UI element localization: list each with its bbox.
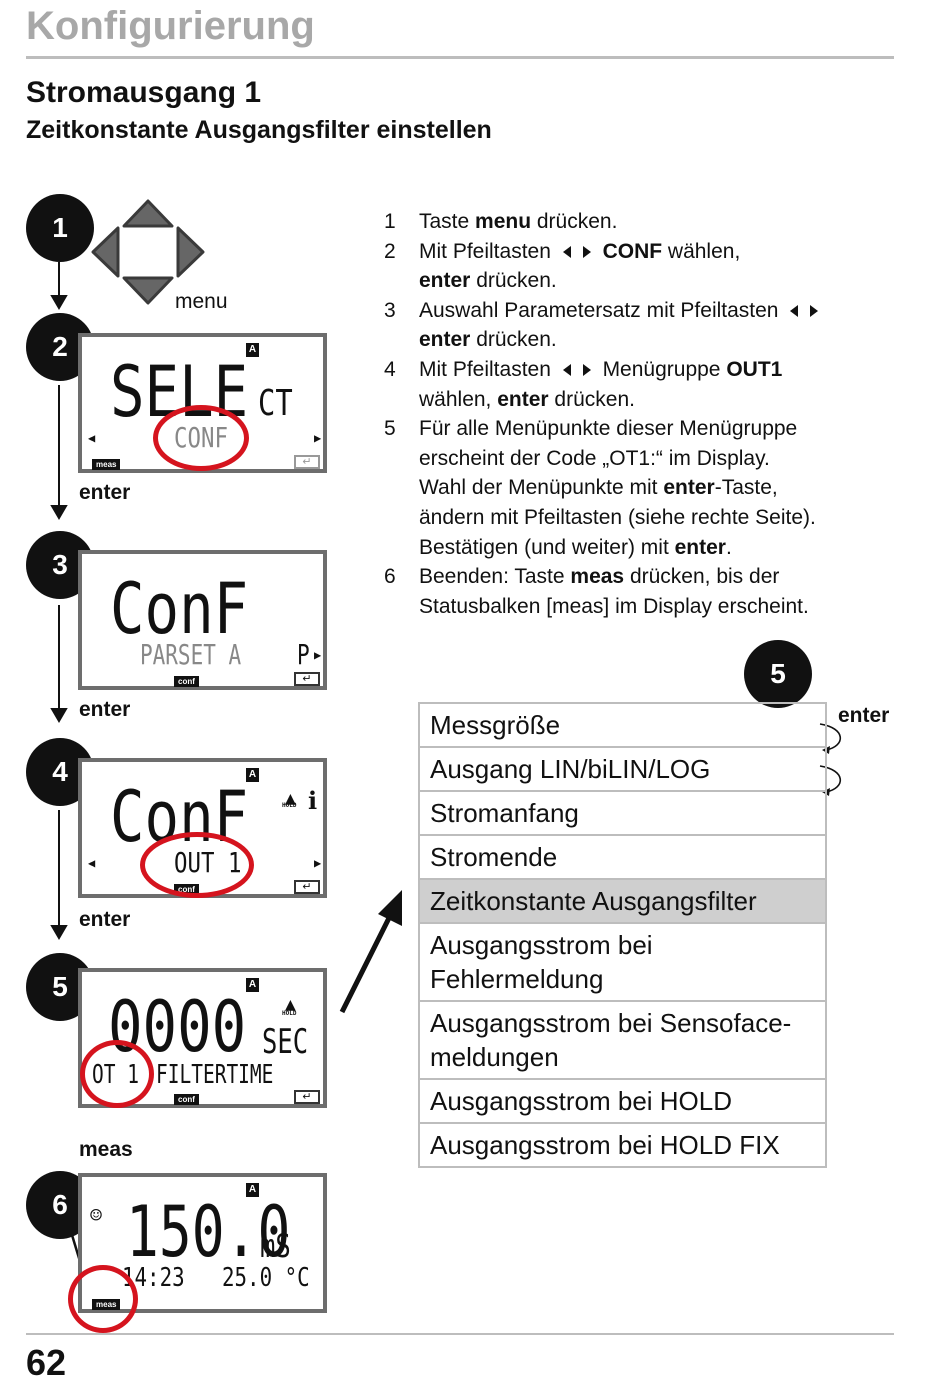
highlight-ring xyxy=(80,1040,154,1108)
menu-step-badge: 5 xyxy=(744,640,812,708)
step-badge-1: 1 xyxy=(26,194,94,262)
a-flag: A xyxy=(246,768,259,782)
menu-item: Ausgangsstrom bei Sensoface-meldungen xyxy=(420,1000,825,1078)
lcd-right-text: P xyxy=(297,638,310,671)
enter-key-icon: ↵ xyxy=(294,1090,320,1104)
pointer-arrow-icon xyxy=(339,890,402,1014)
lcd-main-text: ConF xyxy=(110,568,249,650)
step-item: 2 Mit Pfeiltasten CONF wählen,enter drück… xyxy=(384,237,884,296)
arrow-keypad-icon[interactable] xyxy=(88,196,208,308)
step-text: Taste menu drücken. xyxy=(419,210,618,233)
step-number: 2 xyxy=(384,239,396,263)
hold-warning-icon: ▲ xyxy=(285,994,296,1015)
menu-item: Ausgangsstrom bei HOLD FIX xyxy=(420,1122,825,1166)
step-number: 6 xyxy=(384,565,396,589)
status-tag: meas xyxy=(92,459,121,470)
status-tag: conf xyxy=(174,676,199,687)
menu-item: Stromende xyxy=(420,834,825,878)
a-flag: A xyxy=(246,978,259,992)
page-title: Stromausgang 1 xyxy=(26,76,262,109)
left-arrow-icon: ◀ xyxy=(88,431,96,445)
step-item: 3 Auswahl Parametersatz mit Pfeiltasten e… xyxy=(384,296,884,355)
step-text: Mit Pfeiltasten CONF wählen,enter drücke… xyxy=(419,239,741,293)
hold-label: HOLD xyxy=(282,802,297,809)
page-subtitle: Zeitkonstante Ausgangsfilter einstellen xyxy=(26,116,492,144)
lcd-sub-text: PARSET A xyxy=(140,638,242,671)
instruction-steps: 1 Taste menu drücken. 2 Mit Pfeiltasten CON… xyxy=(384,207,884,621)
right-arrow-icon: ▶ xyxy=(314,431,322,445)
hold-warning-icon: ▲ xyxy=(285,788,296,809)
step-number: 4 xyxy=(384,357,396,381)
lcd-main-text: 150.0 xyxy=(126,1191,291,1273)
lcd-sub-text: FILTERTIME xyxy=(156,1060,274,1090)
highlight-ring xyxy=(140,832,254,898)
step-number: 5 xyxy=(384,417,396,441)
right-arrow-icon: ▶ xyxy=(314,856,322,870)
step-text: Auswahl Parametersatz mit Pfeiltasten en… xyxy=(419,296,884,355)
menu-item: Stromanfang xyxy=(420,790,825,834)
lcd-suffix-text: mS xyxy=(260,1227,291,1265)
enter-key-icon: ↵ xyxy=(294,880,320,894)
menu-item: Ausgangsstrom bei HOLD xyxy=(420,1078,825,1122)
step-number: 1 xyxy=(384,210,396,233)
highlight-ring xyxy=(68,1265,138,1333)
right-arrow-key-icon xyxy=(582,364,591,377)
enter-label-3: enter xyxy=(79,908,131,931)
meas-label: meas xyxy=(79,1138,133,1161)
lcd-temperature-text: 25.0 °C xyxy=(222,1263,310,1293)
left-arrow-icon: ◀ xyxy=(88,856,96,870)
a-flag: A xyxy=(246,343,259,357)
highlight-ring xyxy=(153,405,249,471)
status-tag: conf xyxy=(174,1094,199,1105)
lcd-display-measurement: A ☺ 150.0 mS 14:23 25.0 °C meas xyxy=(78,1173,327,1313)
menu-item: Messgröße xyxy=(430,710,561,740)
enter-label-2: enter xyxy=(79,698,131,721)
right-arrow-key-icon xyxy=(810,305,819,318)
left-arrow-key-icon xyxy=(562,246,571,259)
menu-item-selected: Zeitkonstante Ausgangsfilter xyxy=(420,878,825,922)
step-number: 3 xyxy=(384,298,396,322)
menu-key-label: menu xyxy=(175,290,228,313)
right-arrow-icon: ▶ xyxy=(314,648,322,662)
page-number: 62 xyxy=(26,1342,67,1383)
header-rule xyxy=(26,56,894,59)
sensoface-icon: ☺ xyxy=(90,1203,103,1227)
enter-key-icon: ↵ xyxy=(294,455,320,469)
enter-key-icon: ↵ xyxy=(294,672,320,686)
lcd-display-conf-parset: ConF PARSET A P ▶ conf ↵ xyxy=(78,550,327,690)
left-arrow-key-icon xyxy=(790,305,799,318)
footer-rule xyxy=(26,1333,894,1335)
section-header: Konfigurierung xyxy=(26,4,315,48)
a-flag: A xyxy=(246,1183,259,1197)
info-icon: i xyxy=(308,786,318,815)
lcd-suffix-text: CT xyxy=(258,383,293,424)
lcd-suffix-text: SEC xyxy=(262,1022,309,1062)
left-arrow-key-icon xyxy=(562,364,571,377)
hold-label: HOLD xyxy=(282,1010,297,1017)
right-arrow-key-icon xyxy=(582,246,591,259)
menu-enter-label: enter xyxy=(838,704,890,727)
menu-item: Ausgang LIN/biLIN/LOG xyxy=(420,746,825,790)
step-item: 1 Taste menu drücken. xyxy=(384,207,884,237)
enter-label-1: enter xyxy=(79,481,131,504)
